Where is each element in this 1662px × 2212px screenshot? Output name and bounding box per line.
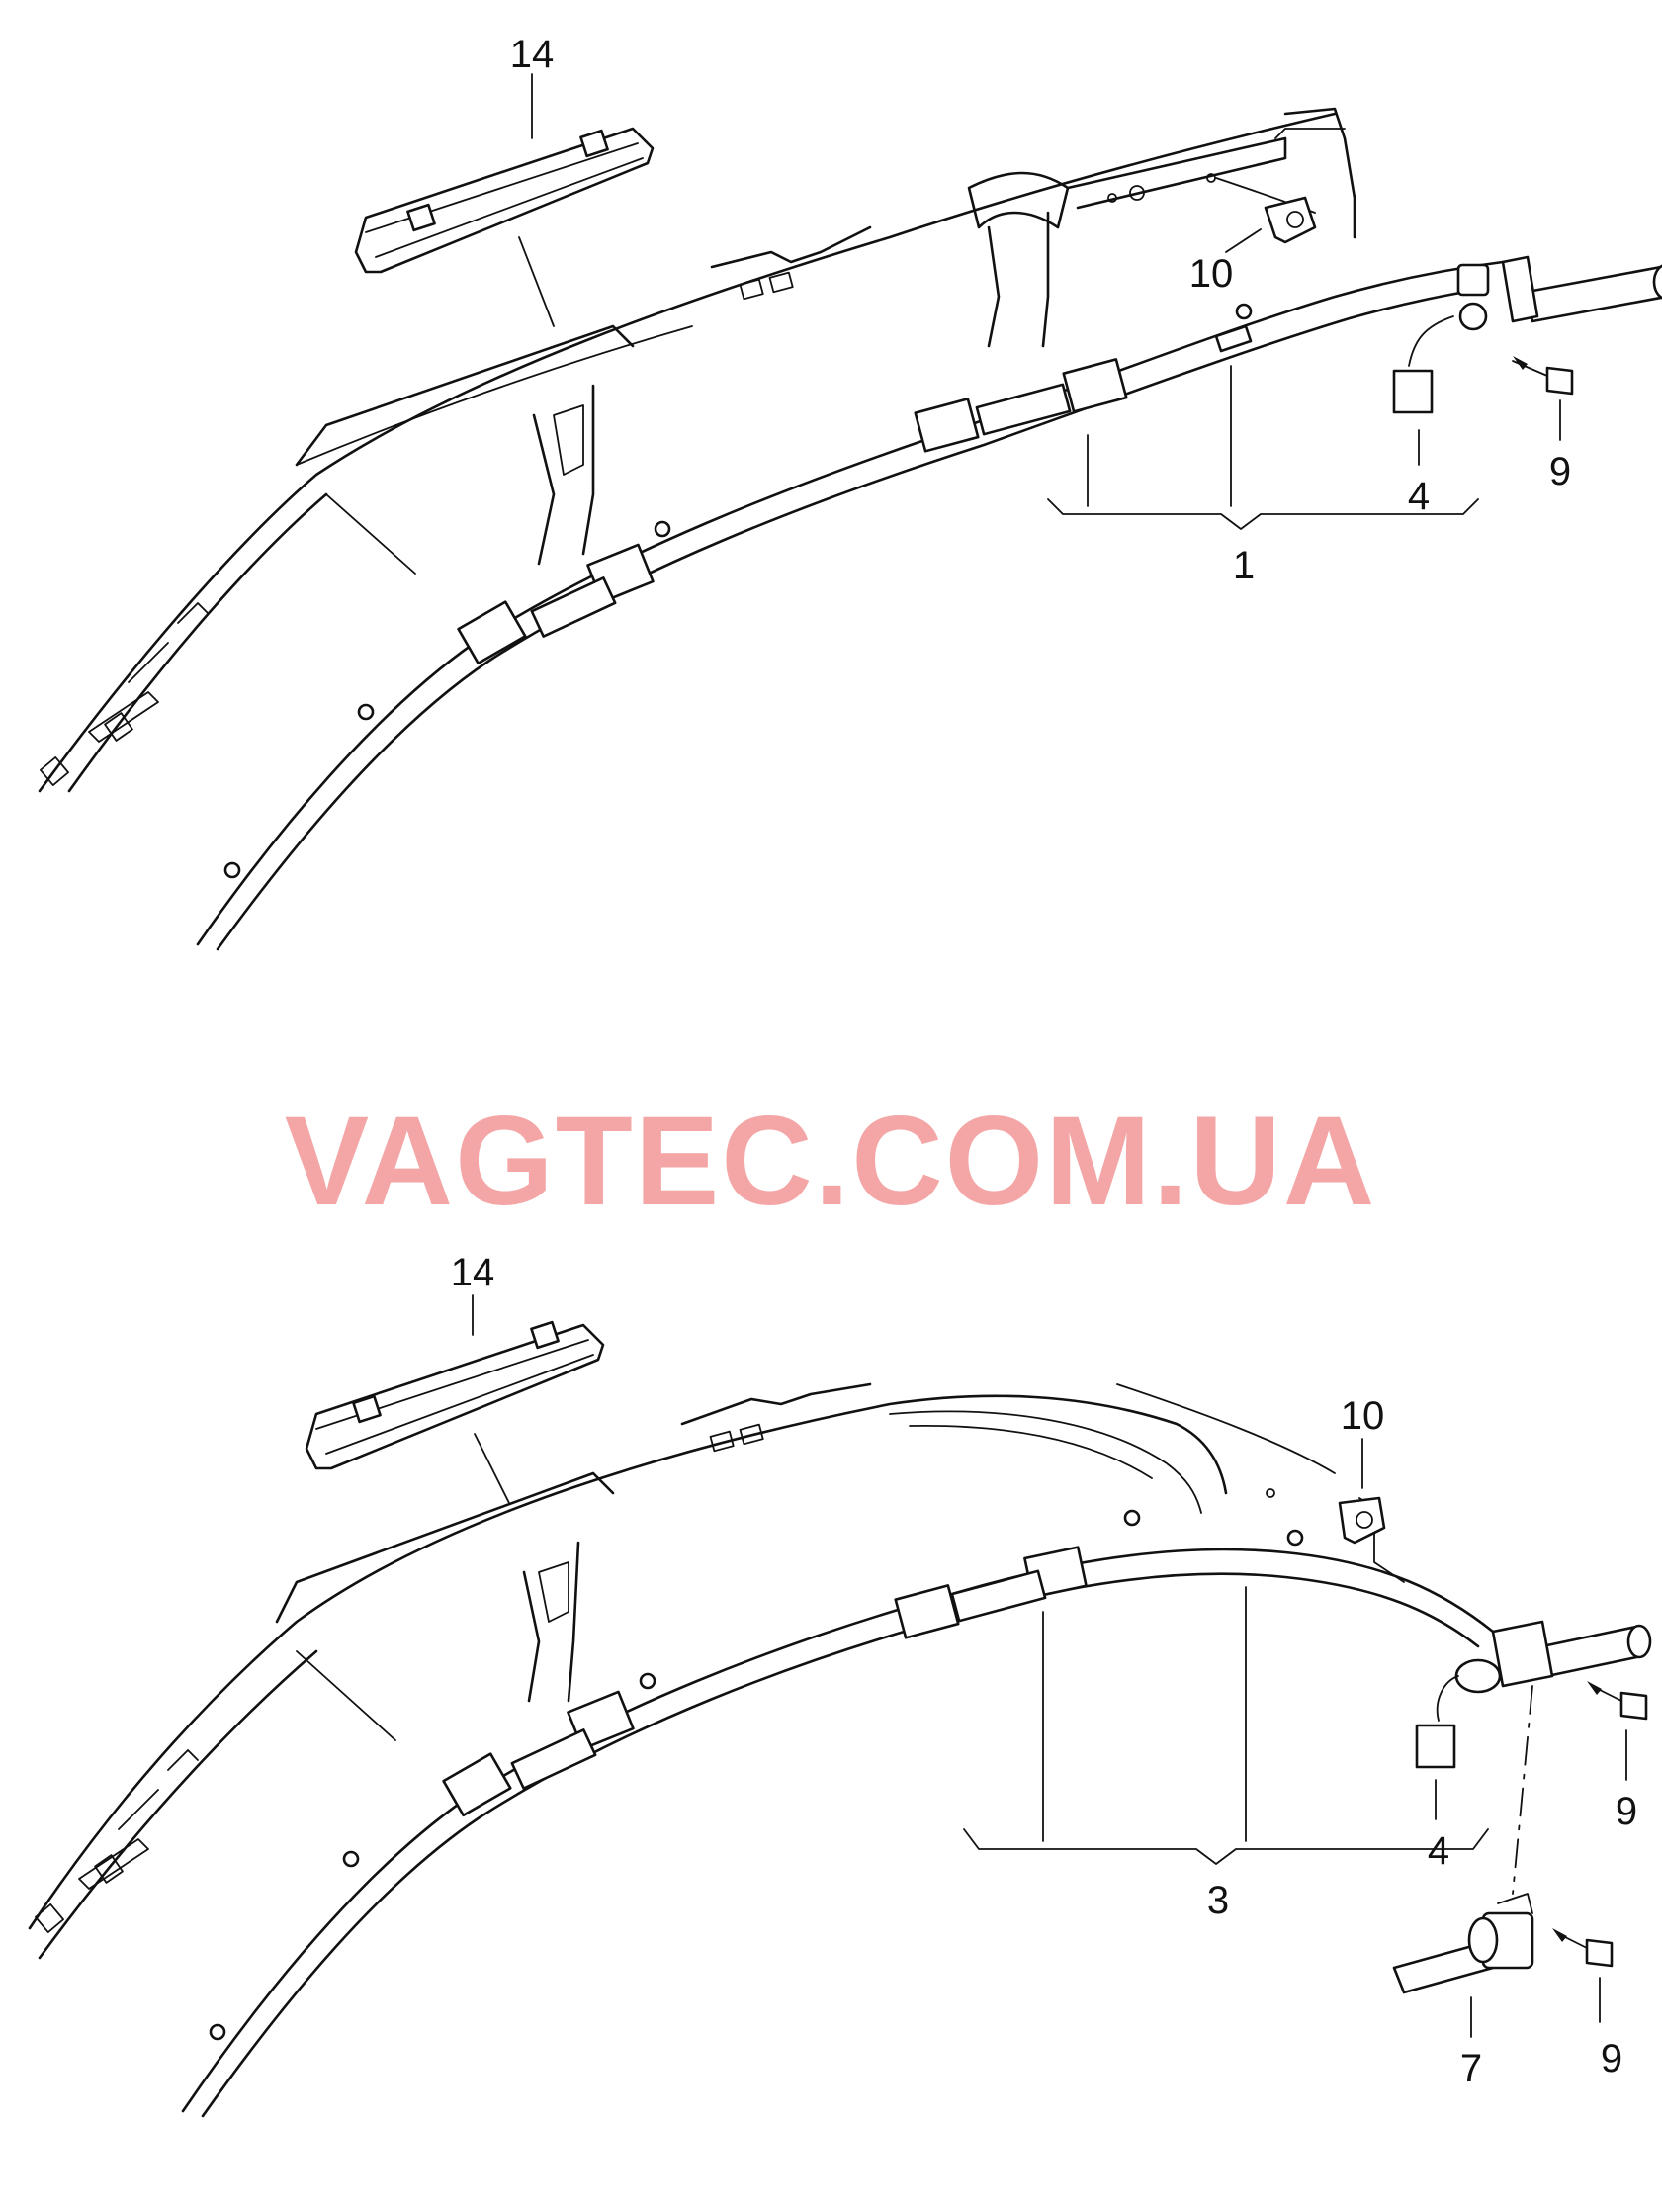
lower-connector-part xyxy=(1415,1724,1456,1769)
lower-label-3: 3 xyxy=(1207,1879,1229,1922)
lower-generator-screw-part xyxy=(1552,1928,1614,1968)
lower-label-9: 9 xyxy=(1616,1790,1637,1833)
lower-label-14: 14 xyxy=(451,1251,495,1294)
upper-connector-part xyxy=(1392,369,1434,414)
lower-label-10: 10 xyxy=(1341,1394,1385,1438)
upper-roof-frame xyxy=(38,107,1356,793)
lower-label-9-generator: 9 xyxy=(1601,2037,1622,2080)
upper-nut-part xyxy=(1264,196,1317,244)
lower-screw-part xyxy=(1587,1681,1648,1721)
upper-screw-part xyxy=(1512,356,1574,396)
upper-leader-lines xyxy=(531,73,1561,530)
upper-label-1: 1 xyxy=(1233,544,1255,587)
lower-generator-part xyxy=(1392,1893,1534,1994)
upper-label-10: 10 xyxy=(1189,252,1234,296)
upper-label-14: 14 xyxy=(510,33,555,76)
lower-cover-part xyxy=(305,1320,605,1504)
upper-assembly: 14 10 4 9 1 xyxy=(38,33,1662,951)
upper-label-4: 4 xyxy=(1408,475,1430,518)
upper-cover-part xyxy=(354,127,655,327)
lower-assembly: 14 10 4 9 3 7 9 xyxy=(28,1251,1652,2118)
lower-roof-frame xyxy=(28,1382,1405,1960)
upper-airbag-tube xyxy=(196,196,1662,951)
upper-label-9: 9 xyxy=(1549,450,1571,493)
lower-nut-part xyxy=(1338,1496,1386,1545)
lower-leader-lines xyxy=(472,1294,1627,2038)
lower-label-4: 4 xyxy=(1428,1829,1449,1873)
lower-label-7: 7 xyxy=(1460,2047,1482,2090)
watermark: VAGTEC.COM.UA xyxy=(285,1091,1377,1232)
lower-airbag-tube xyxy=(181,1496,1652,2118)
